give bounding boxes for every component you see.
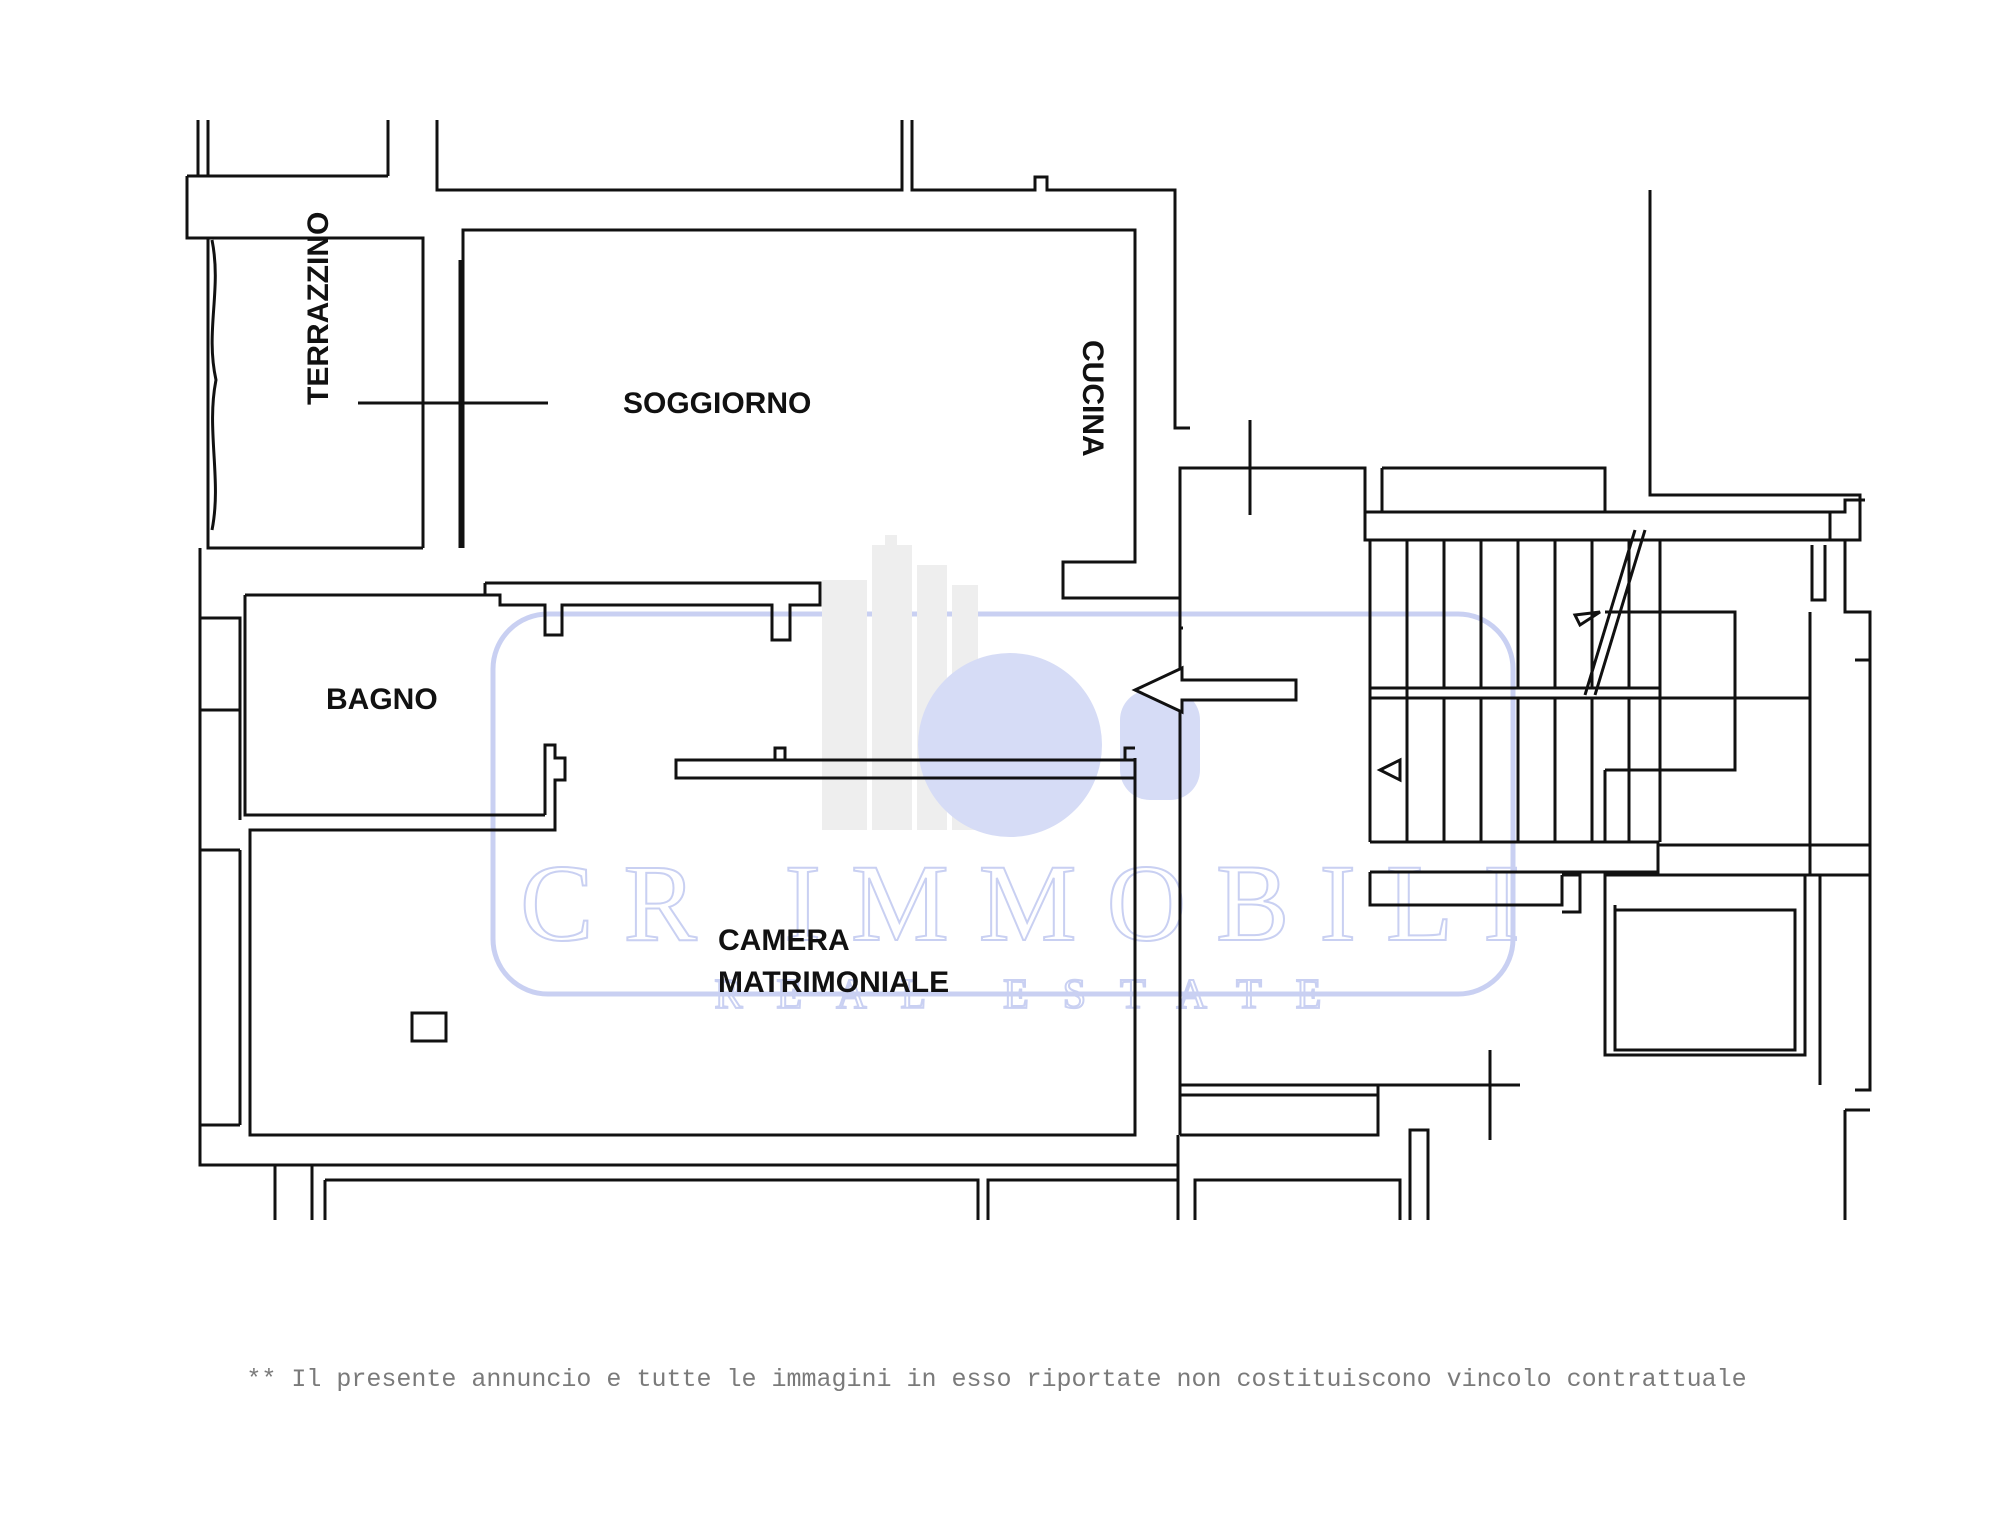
column-marker	[410, 1011, 448, 1043]
watermark-tagline-text: REAL ESTATE	[715, 972, 1356, 1018]
watermark-brand-text: CR IMMOBILI	[520, 842, 1550, 964]
room-label-bagno: BAGNO	[326, 683, 438, 716]
walls	[185, 120, 1872, 1220]
room-label-soggiorno: SOGGIORNO	[623, 387, 811, 420]
entrance-arrow-icon	[1131, 665, 1298, 715]
room-label-camera-line2: MATRIMONIALE	[718, 966, 949, 999]
disclaimer-text: ** Il presente annuncio e tutte le immag…	[246, 1365, 1747, 1394]
room-label-cucina: CUCINA	[1076, 340, 1109, 457]
watermark-frame	[490, 611, 1516, 997]
room-label-camera-line1: CAMERA	[718, 924, 850, 957]
room-label-terrazzino: TERRAZZINO	[302, 212, 335, 405]
